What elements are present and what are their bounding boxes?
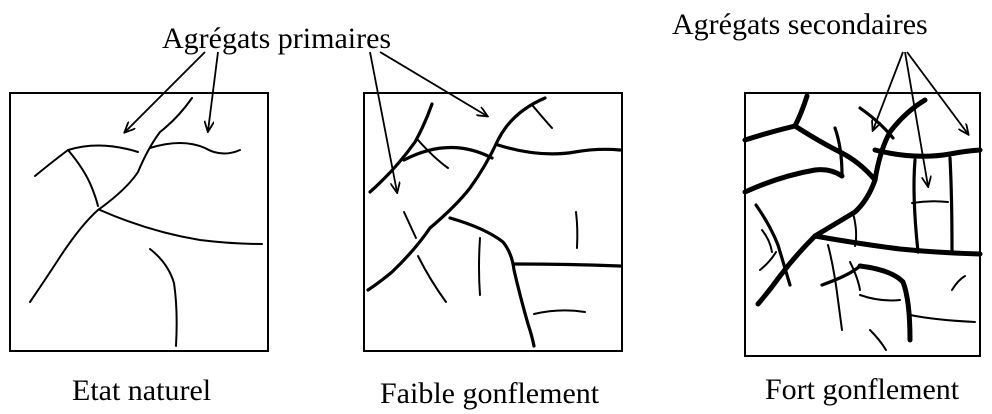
arrow-primary-4	[379, 51, 487, 116]
panel-frame-low	[363, 92, 623, 352]
arrow-secondary-3	[906, 51, 968, 134]
label-primary-aggregates: Agrégats primaires	[162, 22, 392, 55]
panel-frame-natural	[9, 92, 269, 352]
panel-low-swelling	[363, 92, 623, 352]
label-secondary-aggregates: Agrégats secondaires	[672, 8, 928, 41]
panel-frame-strong	[744, 92, 981, 357]
arrow-primary-1	[125, 51, 206, 132]
low-swelling-cracks	[366, 96, 622, 348]
caption-low-swelling: Faible gonflement	[380, 377, 600, 410]
arrow-secondary-1	[873, 51, 904, 130]
arrow-secondary-2	[904, 51, 928, 186]
panel-natural-state	[9, 92, 269, 352]
natural-cracks	[29, 97, 263, 347]
arrow-primary-2	[208, 51, 219, 131]
arrows-primary	[125, 51, 487, 192]
arrow-primary-3	[369, 51, 397, 192]
panel-strong-swelling	[742, 92, 983, 357]
caption-strong-swelling: Fort gonflement	[765, 373, 960, 406]
strong-swelling-cracks	[742, 93, 983, 351]
caption-natural-state: Etat naturel	[72, 374, 212, 407]
arrows-secondary	[873, 51, 968, 186]
